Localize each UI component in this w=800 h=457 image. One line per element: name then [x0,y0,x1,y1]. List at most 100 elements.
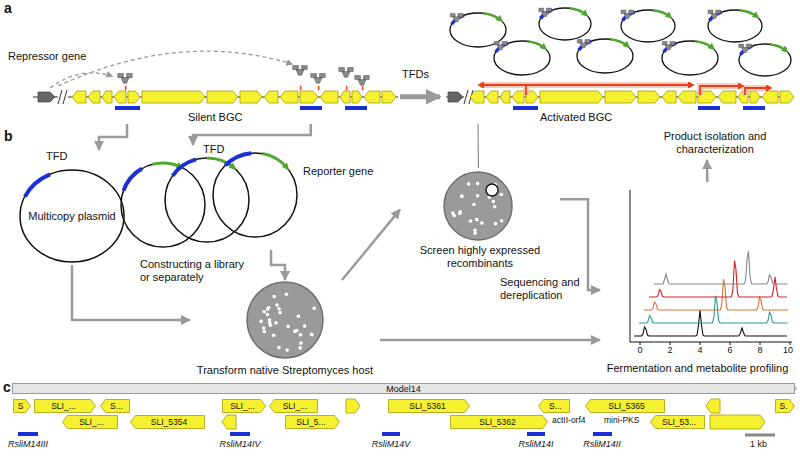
gene-arrow [128,91,140,103]
gene-arrow [207,91,238,103]
colony [310,333,314,337]
colony [500,193,504,197]
colony [480,221,484,225]
colony [469,219,473,223]
reporter-arc [152,163,181,167]
repressor-protein [339,68,353,78]
gene-arrow [300,91,318,103]
repressor-protein [621,10,634,18]
colony [285,292,289,296]
gene-label: SLI_53... [662,415,696,429]
part-label: 6 [727,345,732,355]
colony [262,326,266,330]
tfd-arc [225,153,251,165]
promoter-bar [300,106,322,110]
gene-label: SLI_... [283,399,308,413]
reporter-arc [483,13,501,20]
node-text: Product isolation and characterization [640,130,790,156]
colony [286,325,290,329]
diagram-node: Activated BGC [440,84,795,124]
edge-label: TFDs [402,68,429,81]
gene-arrow [710,415,765,429]
gene-box: SLI_5362 [450,415,548,429]
gene-arrow [352,91,362,103]
gene-label: SLI_... [230,399,255,413]
tfd-arc [173,159,197,176]
diagram-node: TFDReporter gene [115,145,375,250]
binding-mark [125,86,126,90]
trace [649,261,787,297]
colony [272,333,276,337]
gene-arrow [14,400,31,413]
colony [460,194,464,198]
reporter-arc [653,10,670,17]
colony [298,346,302,350]
colony [473,231,477,235]
plasmid-circle [213,153,297,237]
gene-box: S [13,399,31,413]
colony [274,321,278,325]
dashed-arrow [58,51,292,86]
colony [268,321,272,325]
colony [297,314,301,318]
promoter-bar [698,106,720,110]
plasmid [494,41,550,75]
colony [303,324,307,328]
colony [267,306,271,310]
gene-map [222,399,765,429]
connector [193,124,311,145]
band-label: Model14 [13,384,794,394]
gene-arrow [762,91,778,103]
panel-letter: b [4,128,13,144]
transcription-arrows [480,85,770,95]
colony [492,200,496,204]
connector [342,210,400,280]
repressor-protein [118,74,132,84]
reporter-arc [262,154,287,168]
gene-arrow [706,399,720,413]
connector [380,339,600,342]
promoter-label: RsliM14V [372,439,411,449]
gene-arrow [264,91,278,103]
colony [472,203,476,207]
gene-box: SLI_5... [285,415,340,429]
gene-box: SLI_... [34,399,96,413]
colony [476,194,480,198]
node-text: Fermentation and metabolite profiling [600,362,795,375]
gene-arrow [270,400,318,413]
gene-cluster [72,66,794,110]
gene-arrow [470,91,484,103]
part-label: 2 [667,345,672,355]
promoter-bar [743,106,765,110]
connector [99,124,127,150]
gene-box: S. [775,399,795,413]
connector [706,160,709,182]
gene-label: SLI_... [79,415,104,429]
break-ground [58,90,68,104]
tick [790,342,791,345]
gene-label: SLI_... [51,399,76,413]
gene-arrow [638,91,660,103]
promoter-label: RsliM14IV [219,439,260,449]
gene-label: SLI_5361 [409,399,445,413]
repressor-protein [355,76,369,86]
repressor-protein [311,74,325,84]
gene-label: SLI_5... [296,415,325,429]
plasmid [621,10,675,42]
repressor-protein [494,41,507,49]
plasmid [539,8,591,40]
colony [275,303,279,307]
part-label: 4 [697,345,702,355]
tick [670,342,671,345]
gene-arrow [131,416,205,429]
gene-arrow [340,91,350,103]
repressor-protein [450,13,463,21]
gene-arrow [223,400,266,413]
gene-arrow [586,400,665,413]
repressor-protein [539,8,552,16]
petri-dish [247,282,323,358]
gene-arrow [539,400,570,413]
gene-arrow [678,91,696,103]
node-text: Activated BGC [540,111,612,124]
